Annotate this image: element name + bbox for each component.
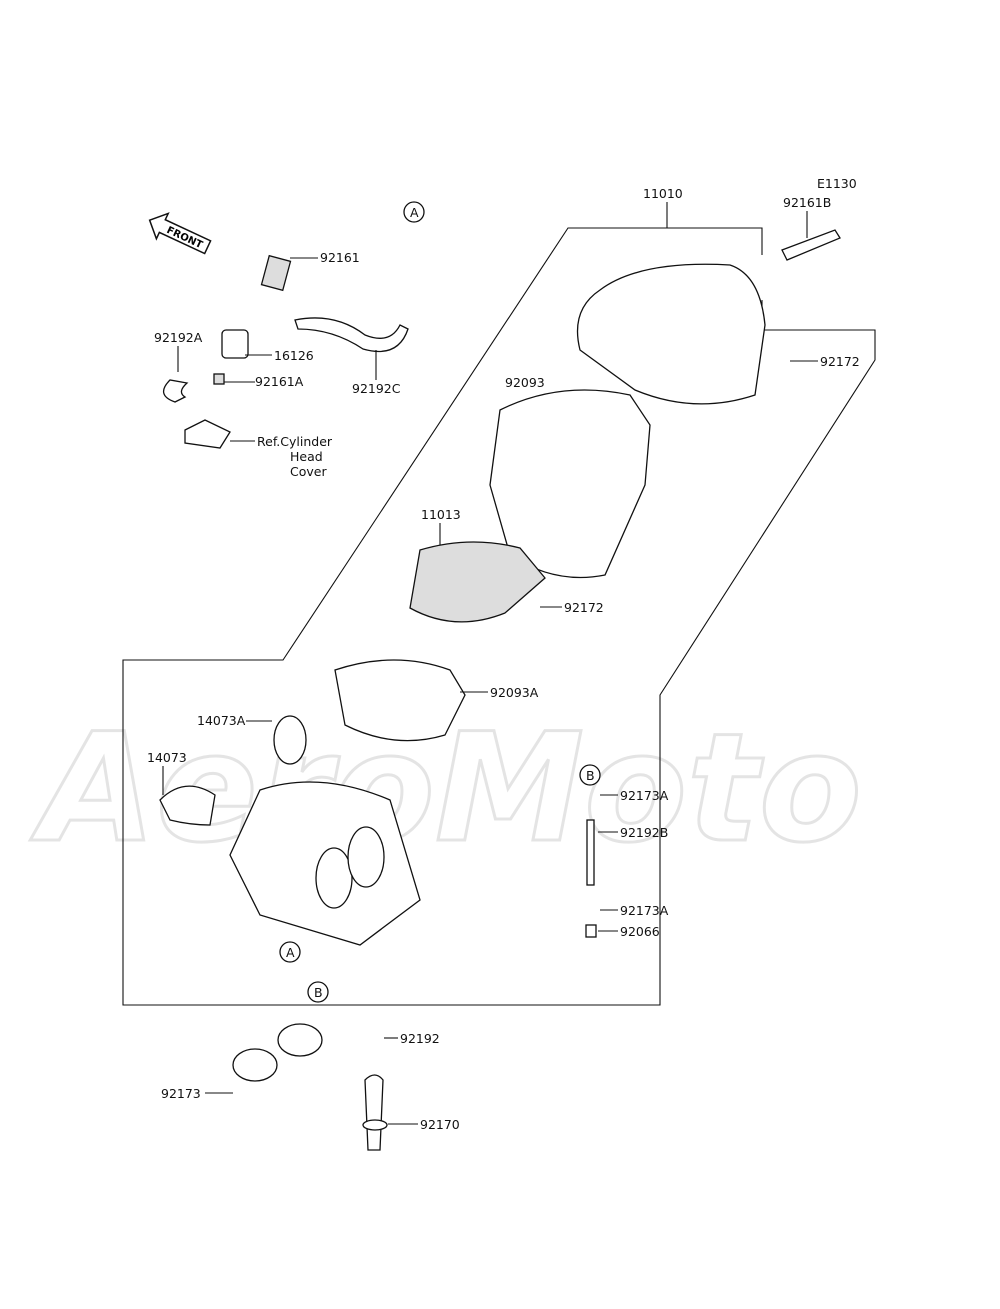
callout-b-right xyxy=(579,764,601,786)
label-92173A-bottom: 92173A xyxy=(620,903,669,918)
part-92161 xyxy=(260,254,292,292)
label-11010: 11010 xyxy=(643,186,683,201)
front-arrow-icon: FRONT xyxy=(148,212,212,255)
part-92192A xyxy=(163,379,189,403)
label-14073A: 14073A xyxy=(197,713,246,728)
label-92173A-top: 92173A xyxy=(620,788,669,803)
label-92172-top: 92172 xyxy=(820,354,860,369)
callout-b-label: B xyxy=(586,768,595,783)
label-92192: 92192 xyxy=(400,1031,440,1046)
callout-a-bottom xyxy=(279,941,301,963)
part-92192C xyxy=(294,317,409,353)
part-92161A xyxy=(213,373,225,385)
callout-a-label: A xyxy=(410,205,419,220)
label-92172-mid: 92172 xyxy=(564,600,604,615)
callout-b-bottom xyxy=(307,981,329,1003)
label-16126: 16126 xyxy=(274,348,314,363)
label-14073: 14073 xyxy=(147,750,187,765)
part-92170 xyxy=(362,1119,388,1131)
label-92161: 92161 xyxy=(320,250,360,265)
label-92161A: 92161A xyxy=(255,374,304,389)
label-92161B: 92161B xyxy=(783,195,831,210)
label-92093A: 92093A xyxy=(490,685,539,700)
part-14073 xyxy=(159,785,216,826)
ref-label-line1: Ref.Cylinder xyxy=(257,434,333,449)
label-92170: 92170 xyxy=(420,1117,460,1132)
part-92093A-gasket xyxy=(334,659,466,742)
label-92192A: 92192A xyxy=(154,330,203,345)
part-92161B xyxy=(781,229,841,261)
label-92173: 92173 xyxy=(161,1086,201,1101)
part-92173-clamp-2 xyxy=(277,1023,323,1057)
ref-label-line2: Head xyxy=(290,449,323,464)
part-16126 xyxy=(221,329,249,359)
label-92093: 92093 xyxy=(505,375,545,390)
ref-label-line3: Cover xyxy=(290,464,327,479)
diagram-code: E1130 xyxy=(817,176,857,191)
part-11013-air-filter-element xyxy=(409,541,546,623)
part-11010-air-cleaner-housing-upper xyxy=(576,263,766,405)
callout-b-label: B xyxy=(314,985,323,1000)
part-14073A xyxy=(273,715,307,765)
callout-a-top xyxy=(403,201,425,223)
label-11013: 11013 xyxy=(421,507,461,522)
part-92066 xyxy=(585,924,597,938)
part-92192 xyxy=(364,1074,384,1151)
label-92192B: 92192B xyxy=(620,825,668,840)
callout-a-label: A xyxy=(286,945,295,960)
part-92192B xyxy=(586,819,595,886)
part-cylinder-head-cover xyxy=(184,419,231,449)
assembly-frame xyxy=(122,227,876,1006)
label-92066: 92066 xyxy=(620,924,660,939)
label-92192C: 92192C xyxy=(352,381,401,396)
part-92173-clamp-1 xyxy=(232,1048,278,1082)
